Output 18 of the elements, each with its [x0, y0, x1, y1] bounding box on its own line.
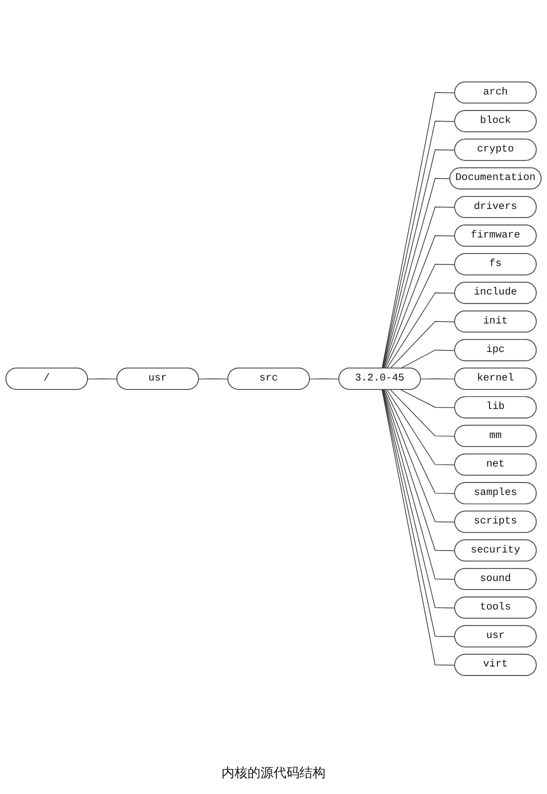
connector	[390, 321, 456, 370]
connector	[390, 390, 456, 437]
connector	[400, 350, 456, 370]
connector	[384, 390, 456, 494]
connector	[384, 390, 456, 523]
connector	[88, 378, 118, 380]
connector	[309, 378, 340, 380]
caption: 内核的源代码结构	[222, 765, 326, 782]
connector	[400, 390, 456, 408]
connector	[382, 178, 451, 370]
connector	[384, 236, 456, 370]
connector	[420, 378, 456, 380]
connector	[384, 264, 456, 370]
connector	[386, 292, 456, 370]
connector	[386, 390, 456, 466]
connector	[198, 378, 229, 380]
connector	[383, 206, 456, 370]
connector	[383, 390, 456, 552]
